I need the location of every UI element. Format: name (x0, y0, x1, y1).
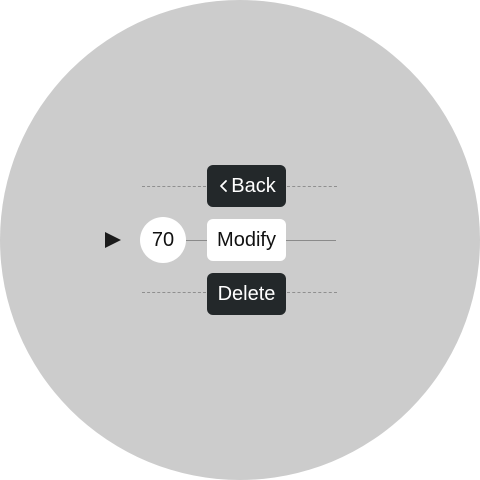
modify-row-right-connector (286, 240, 336, 241)
delete-row-left-divider (142, 292, 206, 293)
delete-button[interactable]: Delete (207, 273, 286, 315)
back-button[interactable]: Back (207, 165, 286, 207)
delete-row-right-divider (287, 292, 337, 293)
delete-button-label: Delete (217, 283, 276, 305)
modify-button[interactable]: Modify (207, 219, 286, 261)
chevron-left-icon (220, 180, 228, 192)
modify-button-label: Modify (217, 229, 276, 251)
back-row-left-divider (142, 186, 206, 187)
value-display: 70 (140, 217, 186, 263)
back-row-right-divider (287, 186, 337, 187)
back-button-label: Back (231, 175, 276, 197)
modify-row-left-connector (186, 240, 208, 241)
play-triangle-icon (105, 232, 121, 248)
